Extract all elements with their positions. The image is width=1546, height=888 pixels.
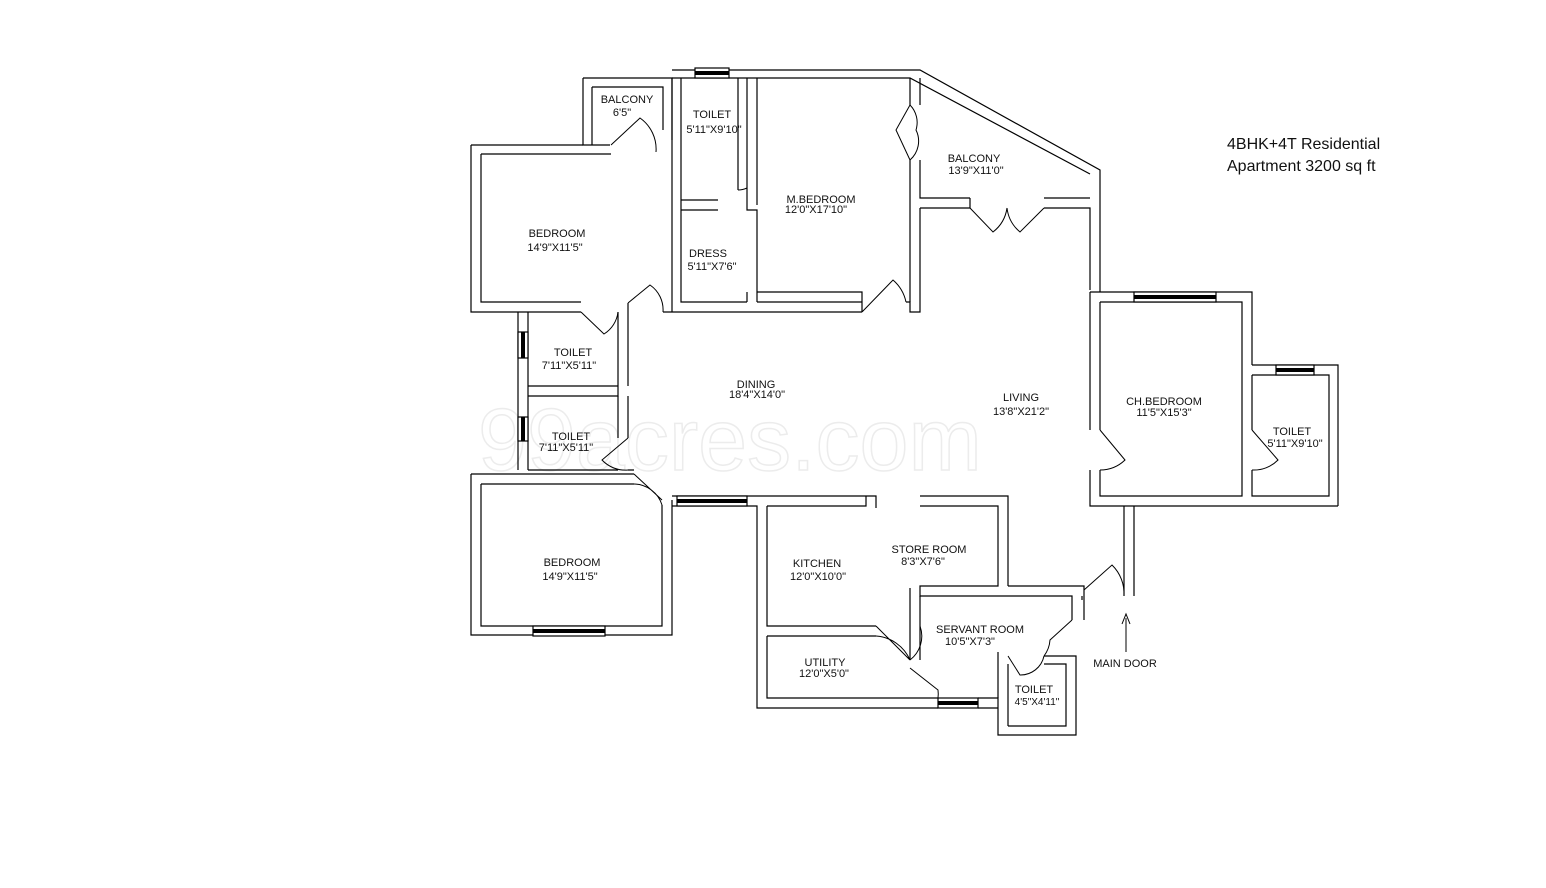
room-size: 6'5" — [613, 107, 631, 119]
plan-title-line-2: Apartment 3200 sq ft — [1227, 158, 1376, 175]
room-name: KITCHEN — [793, 558, 841, 570]
room-name: BALCONY — [601, 94, 654, 106]
room-size: 12'0"X5'0" — [799, 668, 849, 680]
main-door-label: MAIN DOOR — [1093, 658, 1157, 670]
room-name: DINING — [737, 379, 776, 391]
room-size: 5'11"X9'10" — [1267, 438, 1322, 450]
room-name: TOILET — [554, 347, 593, 359]
room-name: BEDROOM — [544, 557, 601, 569]
room-name: TOILET — [1273, 426, 1312, 438]
room-name: TOILET — [1015, 684, 1054, 696]
room-size: 12'0"X17'10" — [785, 204, 847, 216]
room-size: 14'9"X11'5" — [527, 242, 582, 254]
room-size: 8'3"X7'6" — [901, 556, 945, 568]
room-size: 4'5"X4'11" — [1015, 697, 1060, 708]
room-size: 5'11"X7'6" — [687, 261, 736, 273]
room-size: 7'11"X5'11" — [539, 442, 594, 454]
room-size: 11'5"X15'3" — [1136, 407, 1191, 419]
room-size: 7'11"X5'11" — [542, 360, 597, 372]
room-name: M.BEDROOM — [786, 194, 855, 206]
room-name: CH.BEDROOM — [1126, 396, 1202, 408]
room-name: TOILET — [552, 431, 591, 443]
room-name: STORE ROOM — [892, 544, 967, 556]
room-size: 14'9"X11'5" — [542, 571, 597, 583]
room-size: 13'8"X21'2" — [993, 406, 1049, 418]
doors — [580, 104, 1279, 699]
room-size: 5'11"X9'10" — [686, 124, 741, 136]
room-size: 18'4"X14'0" — [729, 389, 785, 401]
watermark: 99acres.com — [478, 390, 982, 489]
windows — [517, 67, 1315, 709]
room-name: BEDROOM — [529, 228, 586, 240]
room-name: TOILET — [693, 109, 732, 121]
room-name: SERVANT ROOM — [936, 624, 1024, 636]
room-name: UTILITY — [805, 657, 847, 669]
room-name: BALCONY — [948, 153, 1001, 165]
room-labels: BALCONY 6'5" TOILET 5'11"X9'10" M.BEDROO… — [527, 94, 1322, 708]
main-door-indicator: MAIN DOOR — [1093, 612, 1157, 670]
room-name: LIVING — [1003, 392, 1039, 404]
room-name: DRESS — [689, 248, 727, 260]
plan-title: 4BHK+4T Residential Apartment 3200 sq ft — [1227, 134, 1380, 178]
plan-title-line-1: 4BHK+4T Residential — [1227, 136, 1381, 153]
room-size: 13'9"X11'0" — [948, 165, 1003, 177]
room-size: 10'5"X7'3" — [945, 636, 995, 648]
walls — [470, 69, 1339, 736]
room-size: 12'0"X10'0" — [790, 571, 846, 583]
